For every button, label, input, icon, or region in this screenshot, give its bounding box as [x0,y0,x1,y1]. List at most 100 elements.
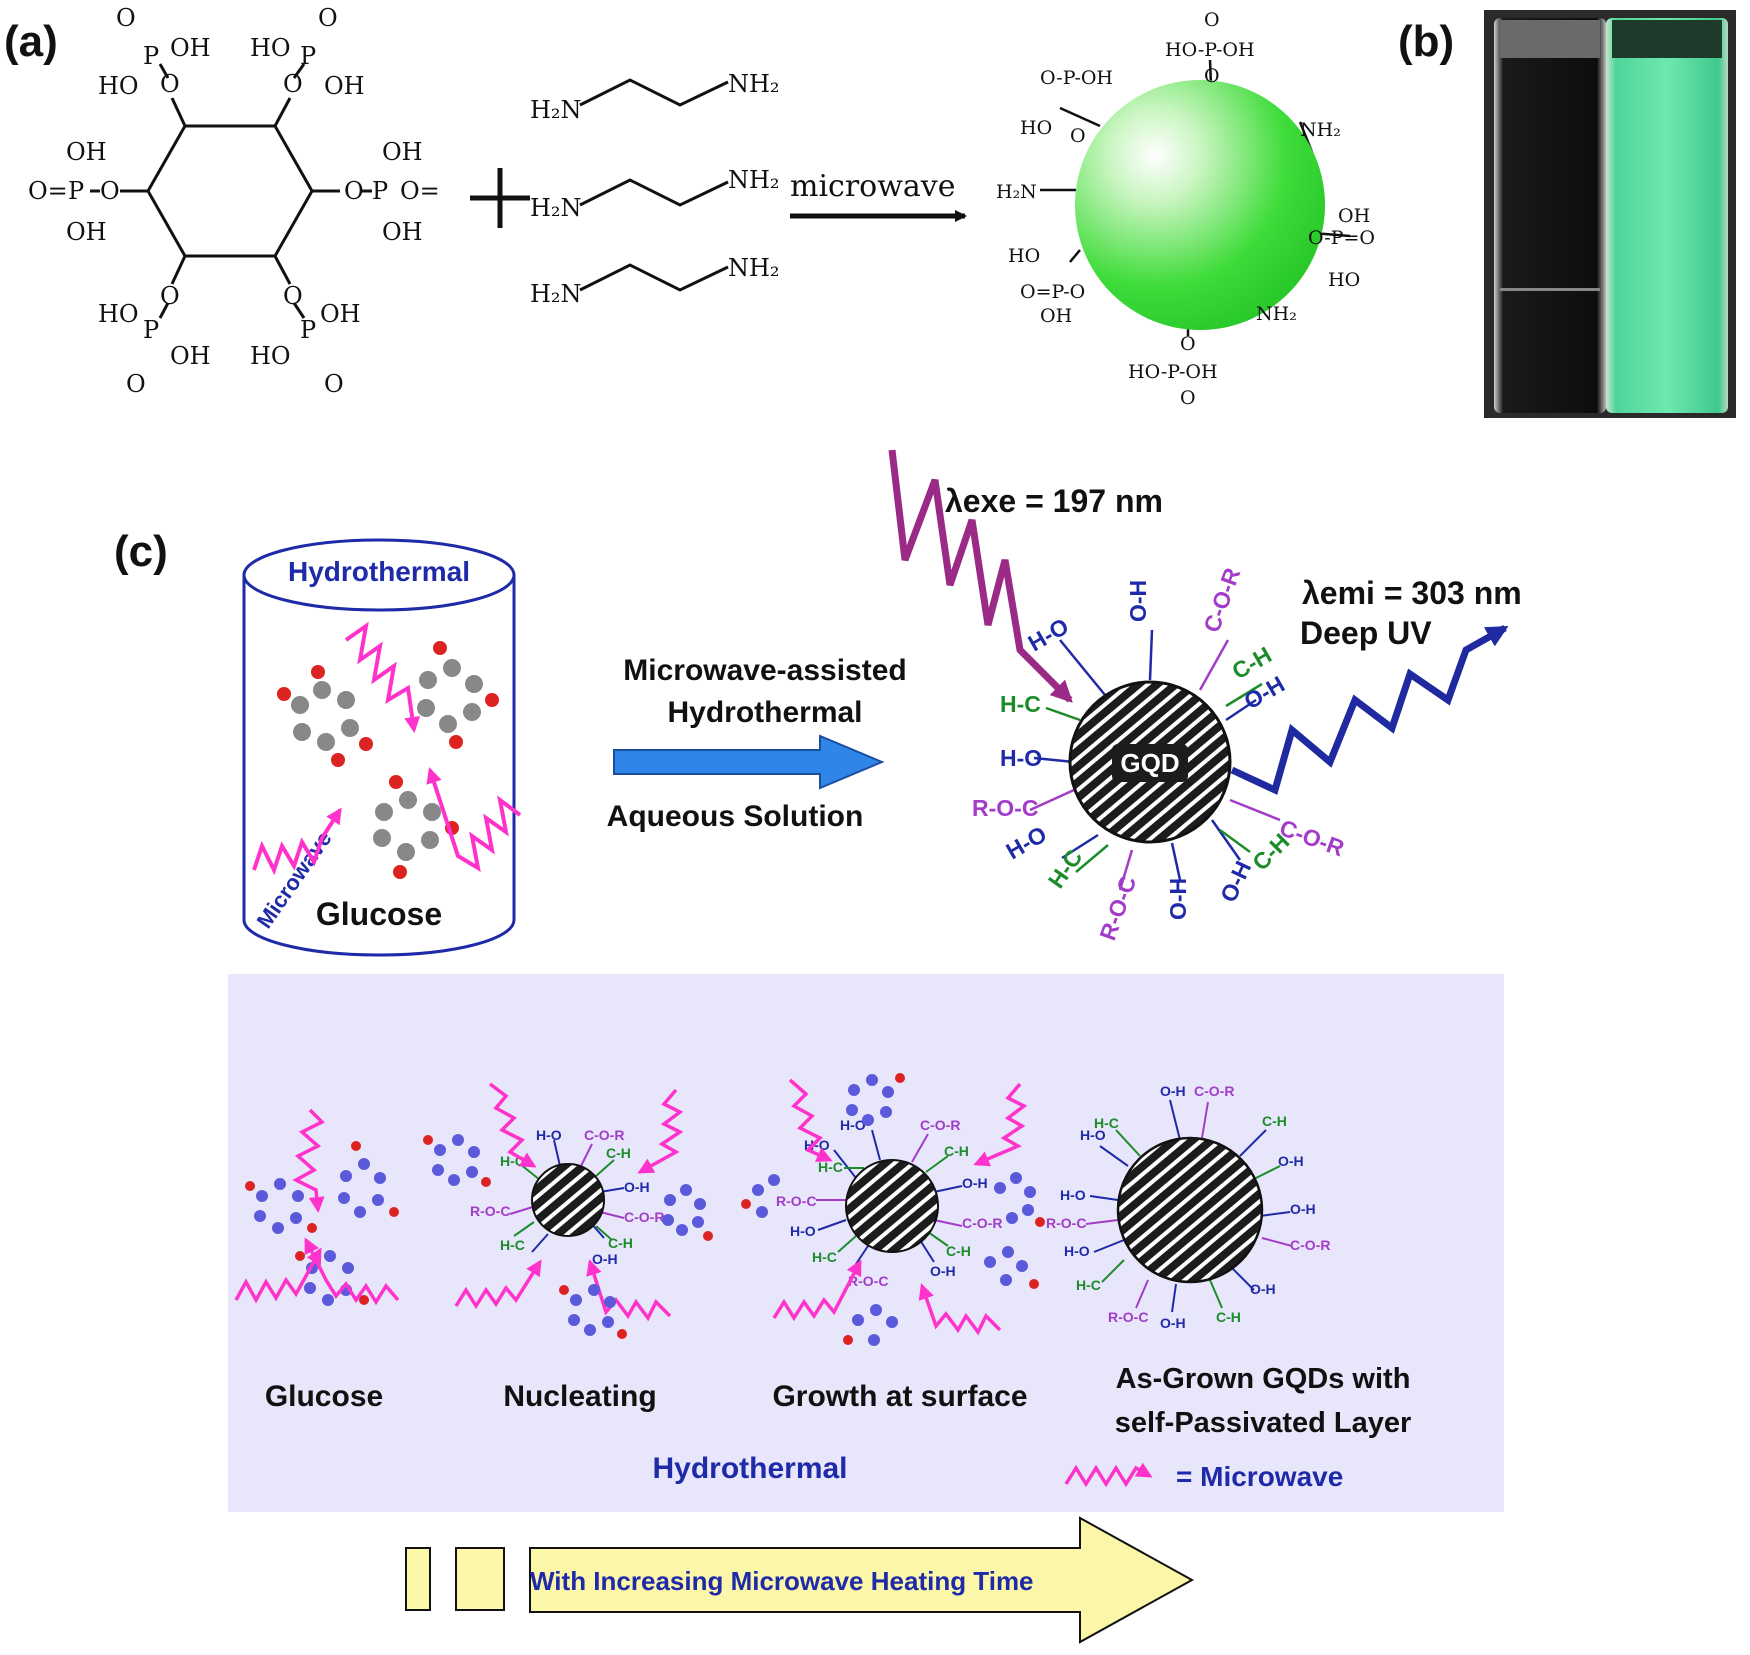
ligand-ch: C-H [946,1243,971,1259]
microwave-squiggle [788,1078,833,1162]
phosphate-ho: HO [1328,269,1360,291]
reaction-arrow: microwave [790,169,967,222]
gqd-label: GQD [1120,748,1179,778]
process-hydrothermal-label: Hydrothermal [652,1452,847,1485]
emission-label-2: Deep UV [1300,615,1432,651]
ligand-ho: H-O [536,1127,562,1143]
phosphate-group: O=P-O [1020,281,1085,303]
amine-group: NH₂ [1300,119,1341,141]
as-grown-core [1116,1136,1264,1284]
bond [292,63,306,79]
phosphate-ho: HO [1008,245,1040,267]
svg-text:H₂N: H₂N [530,96,582,124]
microwave-squiggle [292,1108,325,1213]
arrow-label-bottom: Aqueous Solution [607,800,864,833]
ligand-oh: O-H [1215,857,1256,906]
phosphate-labels: O O O P OH HO HO P O OH O O= P OH OH O P… [28,4,440,398]
ligand-ch: C-H [944,1143,969,1159]
arrow-label-top-1: Microwave-assisted [623,654,906,687]
ligand-cor: C-O-R [1198,564,1245,636]
bond [158,63,170,79]
ligand-roc: R-O-C [1094,872,1141,943]
stage-as-grown: O-H C-O-R H-O H-C C-H O-H H-O O-H R-O-C … [1046,1083,1330,1331]
bond [292,302,306,319]
bond [170,97,187,127]
svg-text:NH₂: NH₂ [728,70,780,98]
ligand-hc: H-C [812,1249,837,1265]
growing-core [845,1159,939,1253]
reactor-title: Hydrothermal [288,556,470,587]
group-oh: OH [66,138,107,166]
ligand-ho: H-O [1000,745,1042,771]
svg-text:NH₂: NH₂ [728,166,780,194]
microwave-squiggle [918,1283,1002,1336]
phosphate-oh: OH [1040,305,1072,327]
phosphate-group: HO [1020,117,1052,139]
microwave-legend: = Microwave [1064,1461,1343,1492]
bond [1059,106,1101,128]
bond [170,255,187,285]
bond [1069,249,1081,263]
amine-group: NH₂ [1256,303,1297,325]
legend-microwave-icon [1064,1462,1153,1488]
process-box: H-O C-O-R H-C C-H O-H R-O-C C-O-R H-C C-… [228,974,1504,1512]
glucose-molecule [373,775,459,879]
ligand-ho: H-O [790,1223,816,1239]
microwave-squiggle [252,807,342,876]
time-arrow-body [529,1516,1195,1644]
ligand-hc: H-C [1076,1277,1101,1293]
atom-o: O [283,70,303,98]
gqd-label-box [1112,744,1188,782]
bond [273,97,292,127]
svg-text:NH₂: NH₂ [728,254,780,282]
panel-b: (b) [1398,10,1736,418]
phosphate-group: O-P-OH [1040,67,1113,89]
microwave-squiggle [772,1259,862,1322]
legend-microwave-label: = Microwave [1176,1461,1343,1492]
microwave-squiggle [454,1259,542,1310]
atom-o: O [344,177,364,205]
ligand-ch: C-H [608,1235,633,1251]
bond [273,255,292,285]
phosphate-o: O [1070,125,1086,147]
cuvette-green [1606,18,1728,413]
stage-label-nucleating: Nucleating [503,1380,656,1413]
excitation-wave [888,449,1073,703]
ligand-ho: H-O [840,1117,866,1133]
ligand-oh: O-H [1165,878,1191,920]
gqd-particle: GQD H-O O-H C-O-R H-C C-H O-H H-O R-O-C … [972,564,1348,944]
atom-p: P [300,316,316,344]
ligand-hc: H-C [1000,691,1041,717]
ligand-ho: H-O [1080,1127,1106,1143]
ligand-ch: C-H [1262,1113,1287,1129]
ligand-roc: R-O-C [1046,1215,1086,1231]
atom-o: O [324,370,344,398]
microwave-squiggle [488,1082,537,1168]
atom-p: P [372,177,388,205]
stage-glucose [234,1108,400,1306]
atom-o: O= [400,177,440,205]
ligand-cor: C-O-R [624,1209,664,1225]
ligand-ho: H-O [1064,1243,1090,1259]
reaction-arrow-label: microwave [790,169,956,204]
ligand-oh: O-H [1278,1153,1304,1169]
phosphate-o: O [1180,333,1196,355]
ligand-oh: O-H [1250,1281,1276,1297]
group-ho: HO [98,300,139,328]
emission-label: λemi = 303 nm [1302,575,1522,611]
group-ho: HO [250,34,291,62]
stage-label-as-grown-1: As-Grown GQDs with [1116,1363,1411,1395]
meniscus [1500,288,1600,291]
microwave-squiggle [426,767,522,873]
ethylenediamine: H₂N NH₂ [530,166,780,222]
ethylenediamine: H₂N NH₂ [530,254,780,308]
phosphate-group: O-P=O [1308,227,1375,249]
ligand-oh: O-H [930,1263,956,1279]
excitation-label: λexe = 197 nm [945,483,1163,519]
atom-p: P [68,177,84,205]
ligand-cor: C-O-R [1290,1237,1330,1253]
glucose-cluster [423,1134,713,1339]
panel-a-label: (a) [4,17,58,66]
inositol-ring [146,124,314,258]
